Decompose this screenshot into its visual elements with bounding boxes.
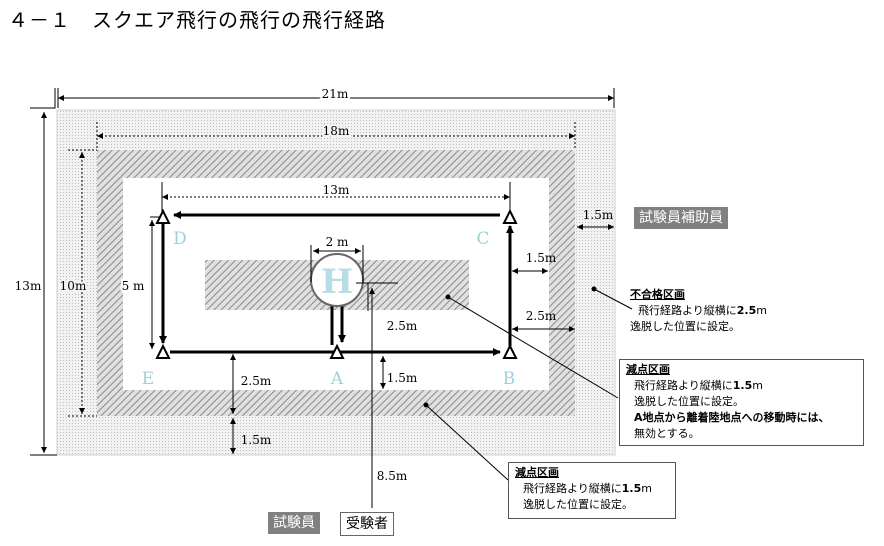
deduct-zone-callout-2: 減点区画 飛行経路より縦横に1.5m 逸脱した位置に設定。: [508, 462, 676, 519]
dim-label-2-5m-b: 2.5m: [526, 309, 557, 323]
corner-guide: [30, 88, 56, 109]
point-d-label: D: [173, 229, 187, 249]
examiner-label: 試験員: [268, 512, 320, 534]
dim-label-5m: 5 m: [122, 279, 145, 293]
examinee-label: 受験者: [340, 512, 394, 536]
page-title: ４－１ スクエア飛行の飛行の飛行経路: [8, 8, 386, 32]
fail-zone-val1: 2.5: [736, 304, 757, 317]
point-d-marker: [155, 208, 171, 224]
point-c-marker: [502, 208, 518, 224]
leader-fail-zone: [593, 288, 633, 310]
dim-label-1-5m-a: 1.5m: [387, 371, 418, 385]
point-c-label: C: [476, 229, 489, 249]
deduct-zone-2-line1: 飛行経路より縦横に: [523, 482, 622, 495]
point-b-label: B: [503, 369, 516, 389]
deduct-zone-1-line2: 逸脱した位置に設定。: [634, 395, 744, 408]
dim-label-10m: 10m: [60, 279, 87, 293]
dim-label-2-5m-a: 2.5m: [387, 319, 418, 333]
dim-label-1-5m-right: 1.5m: [583, 208, 614, 222]
dim-label-13m: 13m: [323, 183, 350, 197]
point-a-label: A: [330, 369, 344, 389]
deduct-zone-1-head: 減点区画: [626, 363, 670, 376]
point-a-marker: [329, 343, 345, 359]
dim-label-8-5m: 8.5m: [377, 469, 408, 483]
dim-label-2-5m-bottom: 2.5m: [241, 374, 272, 388]
fail-zone-callout: 不合格区画 飛行経路より縦横に2.5m 逸脱した位置に設定。: [630, 287, 800, 335]
deduct-zone-2-line2: 逸脱した位置に設定。: [523, 498, 633, 511]
dim-label-21m: 21m: [322, 87, 349, 101]
dim-label-1-5m-c: 1.5m: [526, 251, 557, 265]
deduct-zone-2-head: 減点区画: [515, 466, 559, 479]
point-b-marker: [502, 343, 518, 359]
fail-zone-unit1: m: [756, 304, 767, 317]
deduct-zone-2-unit1: m: [641, 482, 652, 495]
deduct-zone-1-unit1: m: [752, 379, 763, 392]
dim-label-13m-v: 13m: [15, 279, 42, 293]
deduct-zone-1-val1: 1.5: [732, 379, 753, 392]
deduct-zone-2-val1: 1.5: [621, 482, 642, 495]
heliport-label: H: [321, 262, 353, 302]
point-e-label: E: [142, 369, 154, 389]
deduct-zone-callout-1: 減点区画 飛行経路より縦横に1.5m 逸脱した位置に設定。 A地点から離着陸地点…: [619, 359, 864, 446]
dim-label-2m: 2 m: [326, 235, 349, 249]
deduct-zone-1-line4: 無効とする。: [634, 427, 700, 440]
leader-deduct-1: [447, 296, 619, 399]
point-e-marker: [155, 343, 171, 359]
deduct-zone-1-line3: A地点から離着陸地点への移動時には、: [634, 411, 830, 424]
fail-zone-line1: 飛行経路より縦横に: [638, 304, 737, 317]
dim-label-18m: 18m: [323, 124, 350, 138]
fail-zone-line2: 逸脱した位置に設定。: [630, 320, 740, 333]
dim-label-1-5m-bottom: 1.5m: [241, 433, 272, 447]
deduct-zone-1-line1: 飛行経路より縦横に: [634, 379, 733, 392]
leader-deduct-2: [425, 404, 509, 481]
fail-zone-head: 不合格区画: [630, 288, 685, 301]
assistant-label: 試験員補助員: [634, 207, 728, 229]
